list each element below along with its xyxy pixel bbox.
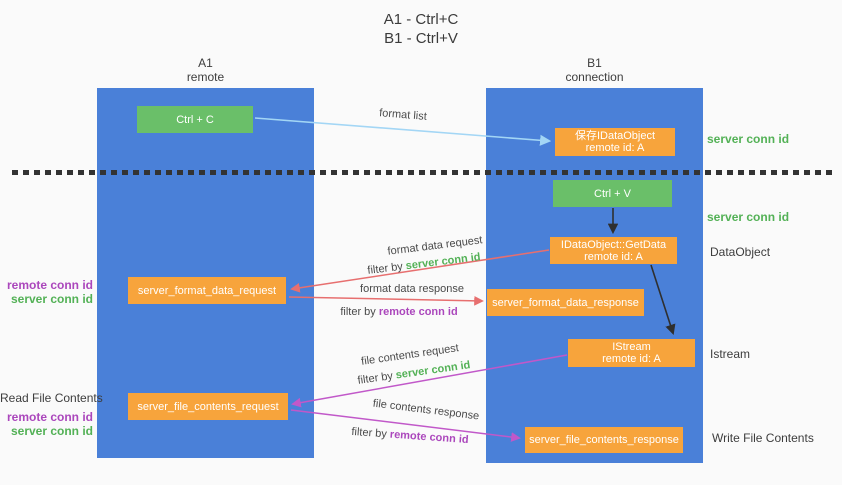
- lane-b1-role: connection: [565, 70, 624, 84]
- diagram-title: A1 - Ctrl+C B1 - Ctrl+V: [0, 10, 842, 48]
- label-format-data-response: format data response: [360, 283, 464, 295]
- label-format-list: format list: [378, 107, 428, 123]
- annotation-dataobject: DataObject: [710, 245, 771, 259]
- node-server-format-data-response: server_format_data_response: [487, 289, 644, 316]
- phase-separator-dotted-line: [12, 170, 832, 175]
- label-filter-remote-conn-2: filter by remote conn id: [351, 426, 469, 446]
- node-ctrl-c-label: Ctrl + C: [176, 113, 214, 126]
- node-istream-title: IStream: [612, 341, 651, 353]
- lane-b1-name: B1: [587, 56, 602, 70]
- annotation-server-conn-id-top: server conn id: [707, 132, 790, 146]
- label-filter-server-conn-1: filter by server conn id: [367, 251, 481, 277]
- node-format-request-label: server_format_data_request: [137, 284, 277, 297]
- node-save-idataobject: 保存IDataObject remote id: A: [555, 128, 675, 156]
- annotation-remote-conn-id-1: remote conn id: [6, 278, 93, 292]
- lane-a1-name: A1: [198, 56, 213, 70]
- node-istream: IStream remote id: A: [568, 339, 695, 367]
- node-ctrl-v: Ctrl + V: [553, 180, 672, 207]
- remote-conn-id-text: remote conn id: [389, 428, 469, 447]
- node-getdata-title: IDataObject::GetData: [560, 238, 667, 251]
- node-istream-subtitle: remote id: A: [602, 353, 661, 365]
- node-file-response-label: server_file_contents_response: [529, 434, 679, 446]
- server-conn-id-text: server conn id: [394, 359, 472, 382]
- annotation-server-conn-id-2: server conn id: [10, 424, 93, 438]
- node-server-format-data-request: server_format_data_request: [128, 277, 286, 304]
- format-data-response-arrow: [288, 295, 484, 306]
- label-file-contents-response: file contents response: [372, 397, 480, 423]
- node-getdata-subtitle: remote id: A: [584, 250, 643, 263]
- label-filter-remote-conn-1: filter by remote conn id: [340, 306, 457, 318]
- node-ctrl-c: Ctrl + C: [137, 106, 253, 133]
- annotation-remote-conn-id-2: remote conn id: [6, 410, 93, 424]
- lane-header-a1: A1 remote: [97, 56, 314, 84]
- node-file-request-label: server_file_contents_request: [137, 400, 279, 413]
- node-server-file-contents-response: server_file_contents_response: [525, 427, 683, 453]
- node-save-idataobject-subtitle: remote id: A: [585, 142, 645, 154]
- filter-by-text: filter by: [366, 260, 407, 277]
- annotation-write-file-contents: Write File Contents: [712, 431, 814, 445]
- filter-by-text: filter by: [340, 306, 379, 318]
- node-ctrl-v-label: Ctrl + V: [594, 187, 631, 200]
- node-idataobject-getdata: IDataObject::GetData remote id: A: [550, 237, 677, 264]
- filter-by-text: filter by: [351, 425, 391, 441]
- lane-a1-role: remote: [186, 70, 225, 84]
- annotation-read-file-contents: Read File Contents: [0, 391, 103, 405]
- remote-conn-id-text: remote conn id: [378, 306, 458, 318]
- title-line-2: B1 - Ctrl+V: [384, 30, 458, 47]
- filter-by-text: filter by: [356, 369, 397, 387]
- annotation-istream: Istream: [710, 347, 751, 361]
- annotation-server-conn-id-1: server conn id: [10, 292, 93, 306]
- lane-header-b1: B1 connection: [486, 56, 703, 84]
- node-format-response-label: server_format_data_response: [492, 296, 639, 309]
- node-server-file-contents-request: server_file_contents_request: [128, 393, 288, 420]
- title-line-1: A1 - Ctrl+C: [383, 11, 459, 28]
- annotation-server-conn-id-mid: server conn id: [707, 210, 790, 224]
- node-save-idataobject-title: 保存IDataObject: [574, 130, 656, 142]
